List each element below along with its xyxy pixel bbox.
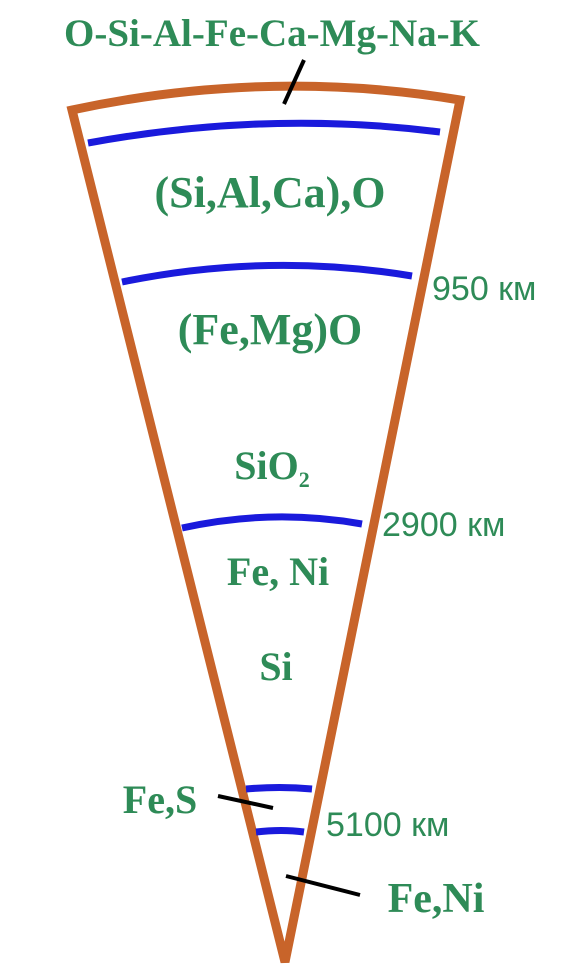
layer-label-crust-mantle: (Si,Al,Ca),O (155, 168, 386, 217)
depth-label-2900: 2900 км (382, 506, 505, 544)
boundary-crust (87, 119, 441, 147)
layer-label-fe-s: Fe,S (123, 777, 197, 822)
earth-wedge-outline (66, 81, 466, 964)
sio-text: SiO (234, 443, 298, 488)
boundary-950km (121, 261, 413, 286)
pointer-inner-core (285, 874, 361, 897)
pointer-fes (217, 794, 274, 810)
top-composition-label: O-Si-Al-Fe-Ca-Mg-Na-K (64, 12, 481, 55)
subscript-2: 2 (299, 467, 310, 492)
layer-label-si: Si (259, 644, 292, 689)
boundary-5100km-upper (245, 784, 313, 793)
boundary-5100km-lower (255, 827, 305, 836)
layer-label-inner-core: Fe,Ni (388, 876, 485, 922)
depth-label-950: 950 км (432, 270, 536, 308)
layer-label-lower-mantle: (Fe,Mg)O (178, 305, 362, 354)
boundary-2900km (181, 513, 363, 532)
depth-label-5100: 5100 км (326, 806, 449, 844)
pointer-crust (282, 59, 306, 105)
layer-label-sio2: SiO2 (234, 443, 309, 492)
layer-label-fe-ni: Fe, Ni (227, 549, 329, 594)
